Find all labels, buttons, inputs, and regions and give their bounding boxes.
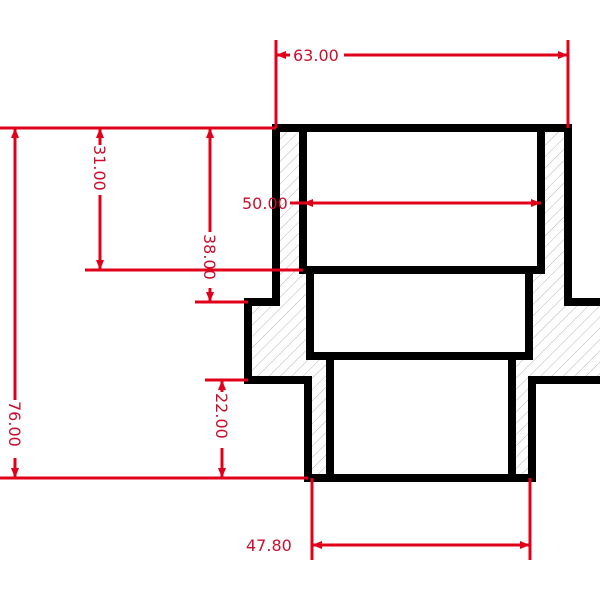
arrow-31-bottom	[96, 260, 104, 270]
arrow-63-left	[276, 51, 286, 59]
arrow-76-top	[11, 128, 19, 138]
right-wall-section	[512, 128, 600, 478]
arrow-50-left	[303, 199, 313, 207]
outer-profile-left	[244, 128, 312, 478]
arrow-50-right	[531, 199, 541, 207]
arrow-38-top	[206, 128, 214, 138]
arrow-22-bottom	[218, 468, 226, 478]
dim-label-overall-height: 76.00	[5, 401, 24, 447]
arrow-31-top	[96, 128, 104, 138]
outer-profile-right	[528, 128, 600, 478]
arrow-76-bottom	[11, 468, 19, 478]
arrow-63-right	[558, 51, 568, 59]
part-outline	[244, 124, 600, 482]
dim-label-top-width: 63.00	[293, 46, 339, 65]
dim-label-step-depth: 38.00	[200, 234, 219, 280]
dimension-arrows	[11, 51, 568, 549]
dimension-labels: 63.00 50.00 47.80 31.00 38.00 76.00 22.0…	[5, 46, 339, 555]
arrow-478-right	[520, 541, 530, 549]
dim-label-upper-bore-depth: 31.00	[90, 145, 109, 191]
arrow-38-bottom	[206, 292, 214, 302]
upper-bore	[299, 128, 545, 274]
dim-label-lower-bore-depth: 22.00	[212, 393, 231, 439]
lower-bore	[326, 356, 516, 478]
arrow-22-top	[218, 380, 226, 390]
dim-label-bottom-width: 47.80	[246, 536, 292, 555]
arrow-478-left	[312, 541, 322, 549]
middle-bore	[306, 270, 533, 360]
dim-label-inner-diameter: 50.00	[242, 194, 288, 213]
